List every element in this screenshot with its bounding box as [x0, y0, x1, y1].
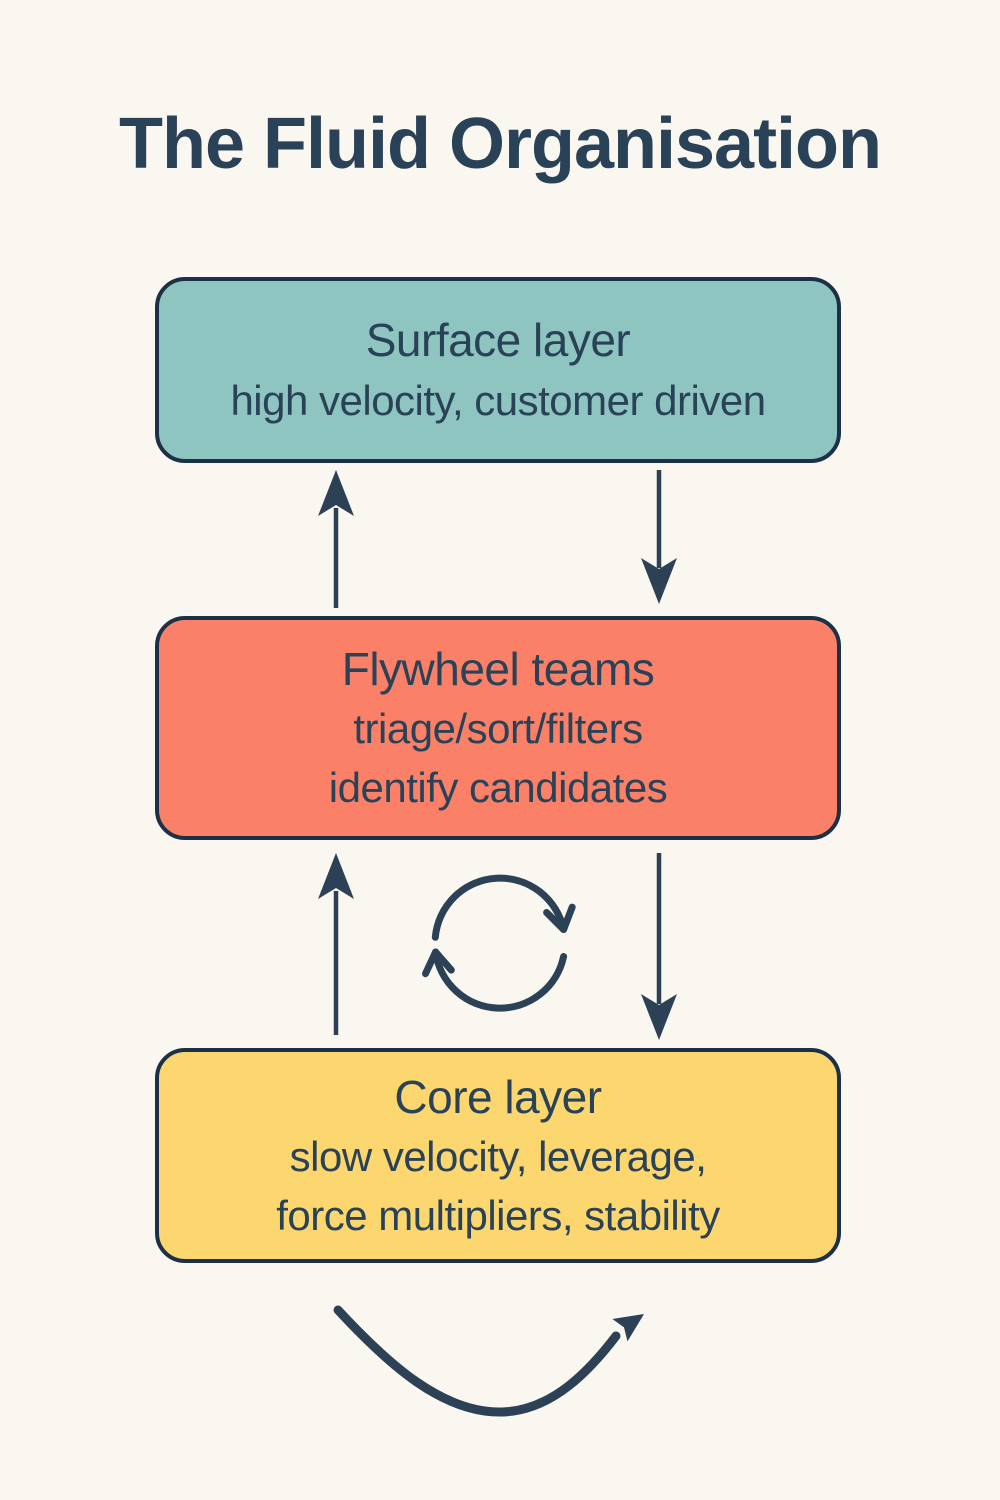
down-arrow-icon: [641, 853, 677, 1040]
curved-flow-arrow-icon: [333, 1305, 644, 1417]
node-flywheel-heading: Flywheel teams: [341, 643, 655, 696]
node-surface-heading: Surface layer: [365, 314, 631, 367]
node-core-subtext-1: slow velocity, leverage,: [289, 1132, 707, 1180]
node-flywheel-teams: Flywheel teams triage/sort/filters ident…: [155, 616, 841, 840]
node-core-layer: Core layer slow velocity, leverage, forc…: [155, 1048, 841, 1263]
node-surface-subtext: high velocity, customer driven: [230, 376, 766, 424]
up-arrow-icon: [318, 853, 354, 1035]
cycle-arrows-icon: [422, 874, 576, 1012]
node-flywheel-subtext-1: triage/sort/filters: [353, 705, 643, 753]
node-flywheel-subtext-2: identify candidates: [328, 764, 668, 812]
node-core-heading: Core layer: [394, 1070, 602, 1123]
node-surface-layer: Surface layer high velocity, customer dr…: [155, 277, 841, 463]
down-arrow-icon: [641, 470, 677, 604]
page-title: The Fluid Organisation: [118, 104, 882, 184]
up-arrow-icon: [318, 470, 354, 608]
node-core-subtext-2: force multipliers, stability: [276, 1191, 720, 1239]
